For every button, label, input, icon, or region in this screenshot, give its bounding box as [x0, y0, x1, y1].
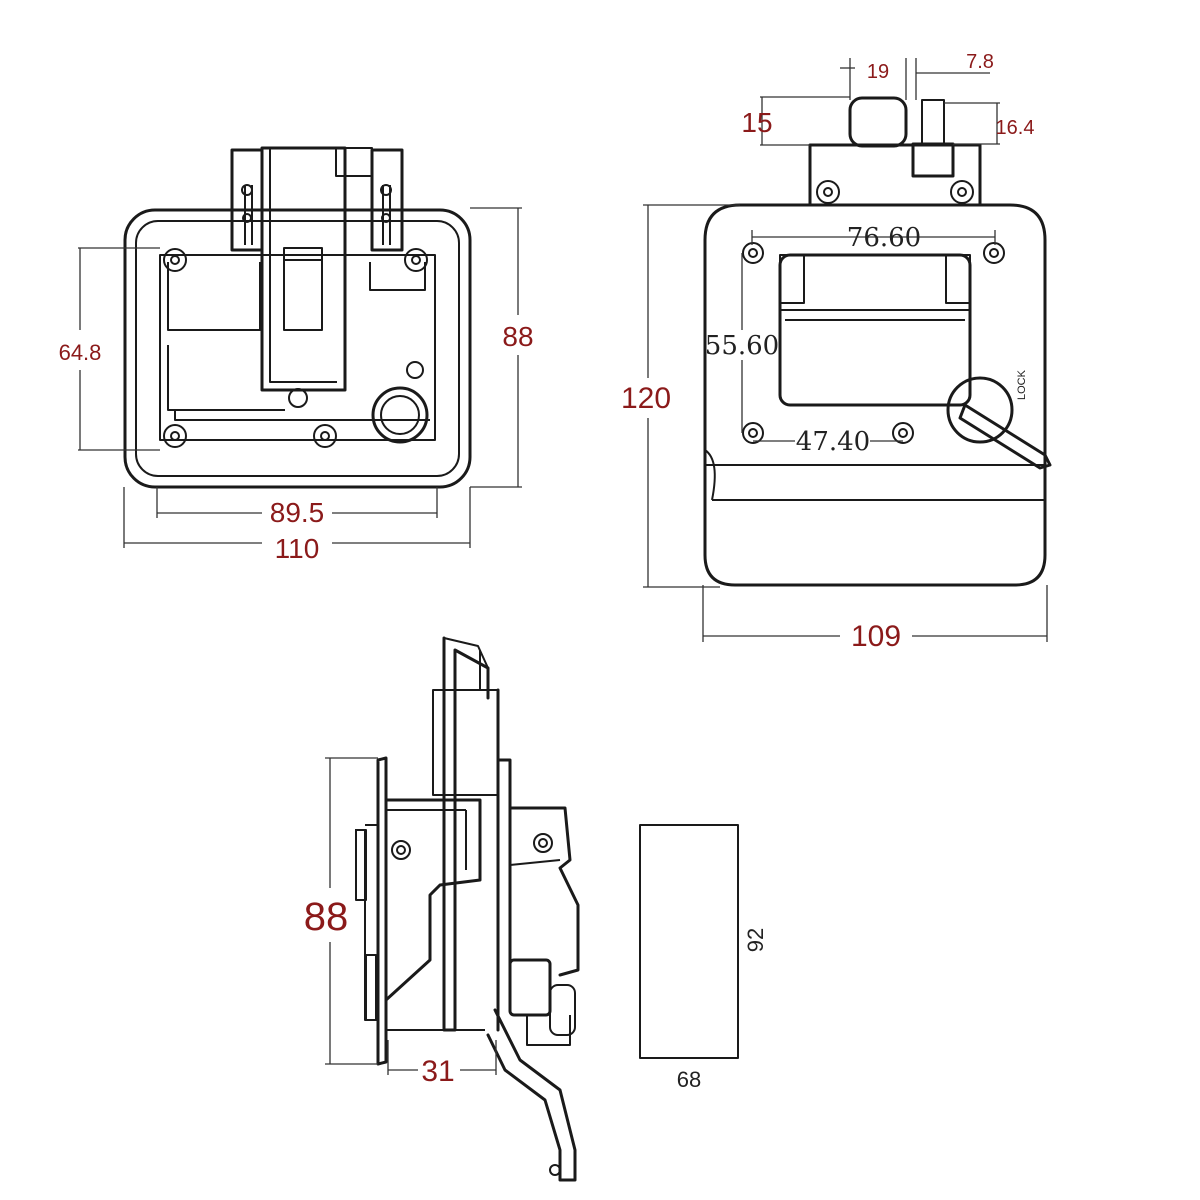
back-dim-55.60: 55.60: [705, 331, 779, 361]
side-dim-88: 88: [304, 895, 349, 939]
back-dim-16.4: 16.4: [996, 117, 1035, 139]
front-dim-88: 88: [502, 321, 533, 352]
back-dim-109: 109: [851, 620, 901, 653]
cutout-dim-92: 92: [743, 928, 768, 952]
cutout-view: 92 68: [639, 824, 768, 1092]
cutout-dim-68: 68: [677, 1067, 701, 1092]
back-view: LOCK 76.60 55.60 47.40 19 7.8 15 16.4 12…: [621, 51, 1052, 653]
front-view: 64.8 88 89.5 110: [59, 146, 534, 564]
back-dim-7.8: 7.8: [966, 51, 994, 73]
lock-label: LOCK: [1016, 369, 1028, 400]
side-dim-31: 31: [421, 1055, 454, 1088]
back-dim-15: 15: [741, 107, 772, 138]
front-dim-110: 110: [275, 533, 320, 564]
back-dim-19: 19: [867, 61, 889, 83]
back-dim-47.40: 47.40: [796, 427, 870, 457]
back-dim-76.60: 76.60: [847, 223, 921, 253]
side-view: 88 31: [304, 636, 580, 1182]
front-dim-64.8: 64.8: [59, 340, 102, 365]
back-dim-120: 120: [621, 382, 671, 415]
front-dim-89.5: 89.5: [270, 497, 325, 528]
